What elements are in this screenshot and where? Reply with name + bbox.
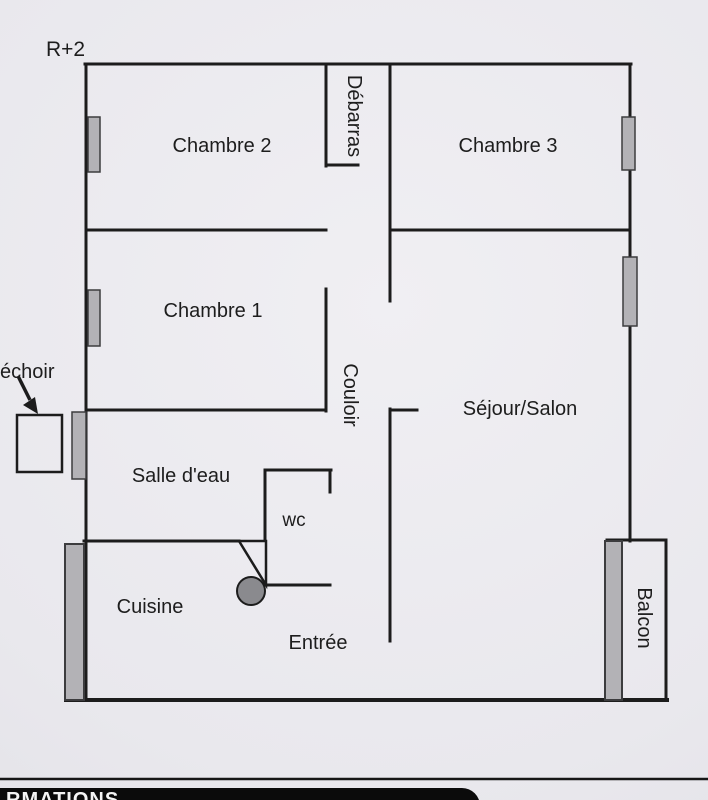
room-label-couloir: Couloir [339, 363, 361, 427]
window-marker-cuisine [64, 543, 85, 701]
door-marker-balcon [604, 540, 623, 701]
floor-level-label: R+2 [46, 38, 85, 61]
room-label-sejour-salon: Séjour/Salon [463, 398, 578, 420]
window-marker-right-middle [622, 256, 638, 327]
window-marker-left-middle [87, 289, 101, 347]
column-marker-entree [236, 576, 266, 606]
room-label-sechoir: échoir [0, 361, 55, 383]
door-swing-entree [236, 539, 268, 590]
sechoir-box [15, 413, 64, 474]
room-label-chambre-2: Chambre 2 [173, 135, 272, 157]
room-label-salle-deau: Salle d'eau [132, 465, 230, 487]
room-label-wc: wc [281, 510, 305, 531]
footer-bar [0, 788, 479, 800]
windows-group [64, 116, 638, 701]
footer-partial-title: RMATIONS [6, 789, 119, 800]
door-marker-sechoir [71, 411, 87, 480]
room-label-cuisine: Cuisine [117, 596, 184, 618]
room-label-balcon: Balcon [633, 587, 655, 648]
room-label-chambre-3: Chambre 3 [459, 135, 558, 157]
sechoir-arrow-icon [23, 397, 38, 414]
room-label-entree: Entrée [289, 632, 348, 654]
room-label-debarras: Débarras [343, 75, 365, 157]
window-marker-left-upper [87, 116, 101, 173]
window-marker-right-upper [621, 116, 636, 171]
sechoir-arrow-shaft [16, 375, 32, 401]
room-label-chambre-1: Chambre 1 [164, 300, 263, 322]
